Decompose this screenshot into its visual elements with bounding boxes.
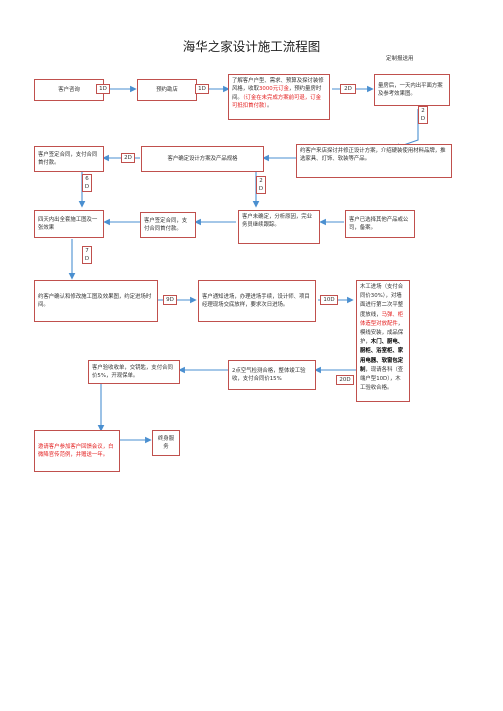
accept-end: ，开观保单。 (105, 373, 139, 379)
understand-text-b: ，预约量房时间。 (232, 86, 322, 101)
invite-label: 邀请客户参加客户回馈会议，白微降官传范例，并赠送一年。 (38, 443, 114, 458)
understand-refund-note: （订金在未完成方案前可退，订金可抵扣首付款） (232, 94, 321, 110)
accept-box: 客户验收收单，交钥匙，支付合同价5%，开观保单。 (88, 360, 180, 384)
consult-box: 客户咨询 (34, 79, 104, 101)
duration-tag-digit: 2 (421, 108, 425, 114)
woodwork-text-a: 木工进场（支付合同价 (360, 284, 404, 300)
understand-text-a: 了解客户户型、需求、预算及探讨装修风格，收取 (232, 78, 324, 93)
confirm-plan-box: 约客户来店探讨并修正设计方案，介绍硬装使用材料品牌，推选家具、灯饰、软装等产品。 (296, 144, 452, 178)
four-days-label: 四天内出全套施工图及一张效果 (38, 216, 98, 231)
woodwork-text-e: ，现请各科（查端户型 (360, 366, 404, 382)
woodwork-days: 10D (376, 375, 388, 382)
duration-tag-unit: D (258, 186, 264, 192)
understand-box: 了解客户户型、需求、预算及探讨装修风格，收取3000元订金，预约量房时间。（订金… (228, 74, 330, 120)
air-check-label: 2点空气检测合格，整体竣工验收，支付合同价 (232, 367, 306, 382)
duration-tag: 1D (195, 84, 209, 94)
confirm-product-box: 客户确定设计方案及产品规格 (141, 146, 264, 172)
understand-deposit: 3000元订金 (258, 86, 289, 93)
notify-box: 客户通知进场，办理进场手续，设计师、项目经理现场交底放样，要求次日进场。 (198, 280, 316, 322)
duration-tag-unit: D (84, 184, 90, 190)
woodwork-text-d: ，模线安装，成品保护， (360, 320, 404, 346)
service-label: 终身服务 (157, 435, 175, 450)
plan-label: 量房后，一天内出平面方案及参考效果图。 (378, 82, 443, 97)
chose-other-box: 客户已选择其他产品或公司，备案。 (345, 210, 415, 238)
air-check-pct: 15% (269, 376, 282, 382)
duration-tag-unit: D (84, 256, 90, 262)
undecided-label: 客户未确定，分析原因，完业务员继续跟踪。 (242, 214, 313, 229)
service-box: 终身服务 (152, 430, 180, 456)
duration-tag: 1D (96, 84, 110, 94)
page-title: 海华之家设计施工流程图 (182, 39, 321, 54)
woodwork-custom-items: 木门、厨电、厨柜、浴室柜、家用电器、软窗包定制 (360, 339, 404, 373)
confirm-drawings-label: 约客户确认和修改施工图及效果图，约定进场时间。 (38, 293, 152, 308)
booking-box: 预约勘店 (137, 79, 197, 101)
confirm-plan-label: 约客户来店探讨并修正设计方案，介绍硬装使用材料品牌，推选家具、灯饰、软装等产品。 (300, 148, 446, 163)
four-days-box: 四天内出全套施工图及一张效果 (34, 210, 104, 238)
duration-tag-digit: 7 (85, 248, 89, 254)
accept-label: 客户验收收单，交钥匙，支付合同价 (92, 364, 173, 379)
duration-tag: 2D (340, 84, 356, 94)
duration-tag-unit: D (420, 116, 426, 122)
notify-label: 客户通知进场，办理进场手续，设计师、项目经理现场交底放样，要求次日进场。 (202, 293, 310, 308)
accept-pct: 5% (97, 373, 106, 379)
duration-tag: 20D (336, 375, 354, 385)
duration-tag-digit: 2 (259, 178, 263, 184)
duration-tag-digit: 6 (85, 176, 89, 182)
duration-tag: 10D (320, 295, 338, 305)
air-check-box: 2点空气检测合格，整体竣工验收，支付合同价15% (228, 360, 316, 390)
note-top: 定制报送用 (386, 56, 414, 62)
booking-label: 预约勘店 (156, 86, 178, 93)
sign-mid-label: 客户签定合同，支付合同首付款。 (144, 217, 188, 232)
plan-box: 量房后，一天内出平面方案及参考效果图。 (374, 74, 450, 106)
sign-left-box: 客户签定合同，支付合同首付款。 (34, 146, 104, 172)
undecided-box: 客户未确定，分析原因，完业务员继续跟踪。 (238, 210, 320, 244)
confirm-product-label: 客户确定设计方案及产品规格 (167, 155, 238, 162)
confirm-drawings-box: 约客户确认和修改施工图及效果图，约定进场时间。 (34, 280, 158, 322)
duration-tag: 9D (163, 295, 177, 305)
woodwork-text-g: ），木工验收合格。 (360, 375, 401, 392)
sign-mid-box: 客户签定合同，支付合同首付款。 (140, 212, 196, 238)
woodwork-pct: 30% (370, 293, 383, 300)
woodwork-highlight: 马弹、柜体造型对放配件 (360, 311, 404, 327)
consult-label: 客户咨询 (58, 86, 80, 93)
woodwork-box: 木工进场（支付合同价30%），对墙面进行第二次平整度放线，马弹、柜体造型对放配件… (356, 280, 410, 402)
duration-tag: 2D (121, 153, 135, 163)
woodwork-text-c: ），对墙面进行第二次平整度放线， (360, 293, 404, 318)
invite-box: 邀请客户参加客户回馈会议，白微降官传范例，并赠送一年。 (34, 430, 120, 472)
sign-left-label: 客户签定合同，支付合同首付款。 (38, 151, 98, 166)
understand-text-c: 。 (267, 103, 273, 110)
chose-other-label: 客户已选择其他产品或公司，备案。 (349, 216, 409, 231)
